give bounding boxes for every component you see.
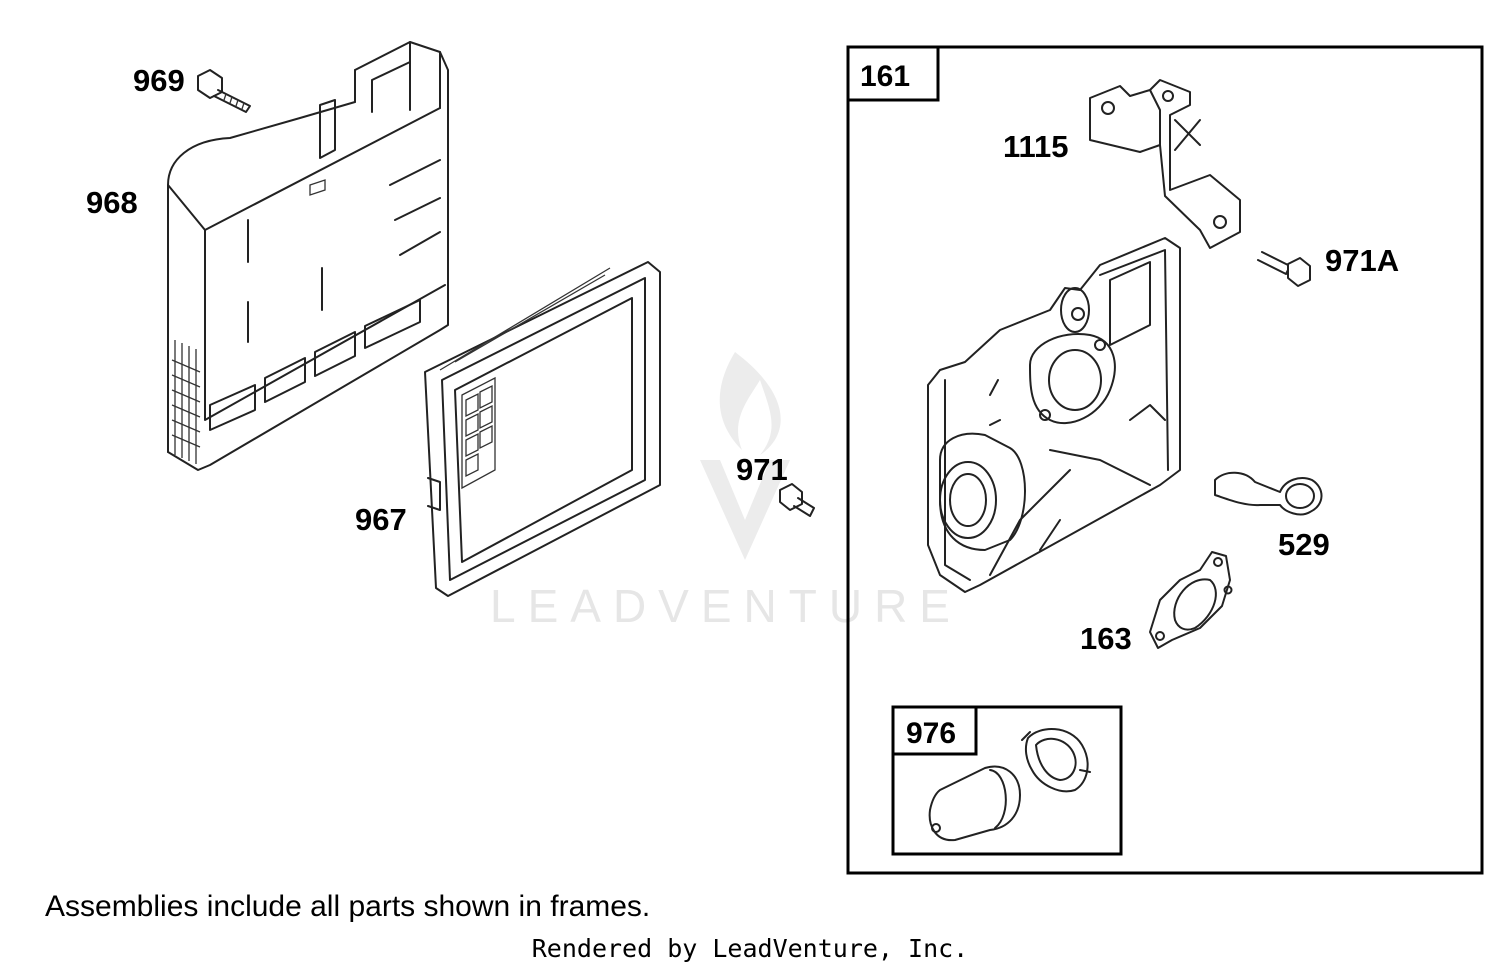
rendered-by-credit: Rendered by LeadVenture, Inc.	[531, 934, 969, 963]
part-161-air-cleaner-housing[interactable]	[927, 237, 1181, 593]
callout-968: 968	[86, 185, 138, 220]
frame-161-label: 161	[860, 60, 910, 93]
part-967-air-filter[interactable]	[424, 261, 661, 597]
part-976-bulb-and-clamp[interactable]	[928, 727, 1091, 842]
frame-976-label: 976	[906, 717, 956, 750]
part-529-elbow-tube[interactable]	[1214, 471, 1323, 516]
part-971a-screw[interactable]	[1257, 251, 1311, 287]
callout-971: 971	[736, 452, 788, 487]
callout-971a: 971A	[1325, 243, 1399, 278]
part-163-gasket[interactable]	[1149, 551, 1233, 649]
watermark-text: LEADVENTURE	[490, 580, 962, 632]
leadventure-watermark: LEADVENTURE	[490, 352, 962, 632]
assemblies-note: Assemblies include all parts shown in fr…	[45, 890, 651, 923]
callout-969: 969	[133, 63, 185, 98]
callout-529: 529	[1278, 527, 1330, 562]
part-971-screw[interactable]	[779, 483, 815, 517]
assembly-frame-161: 161	[846, 45, 1484, 875]
part-1115-bracket[interactable]	[1089, 79, 1241, 249]
callout-967: 967	[355, 502, 407, 537]
part-969-screw[interactable]	[197, 69, 251, 113]
part-968-air-cleaner-base[interactable]	[167, 41, 449, 471]
assembly-frame-976: 976	[891, 705, 1123, 856]
callout-163: 163	[1080, 621, 1132, 656]
callout-1115: 1115	[1003, 129, 1069, 164]
